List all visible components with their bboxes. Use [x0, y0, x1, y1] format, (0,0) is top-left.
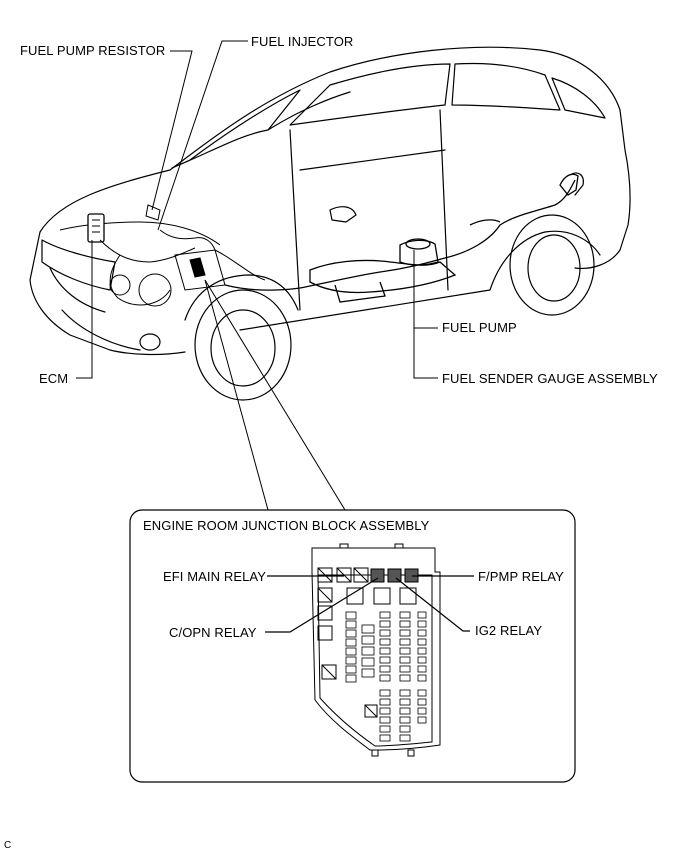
inset-leaders: [265, 575, 474, 633]
fuel-system-illustration: [224, 173, 579, 303]
label-fpmp-relay: F/PMP RELAY: [478, 569, 564, 584]
label-ecm: ECM: [39, 371, 69, 386]
label-efi-main-relay: EFI MAIN RELAY: [163, 569, 267, 584]
inset-title: ENGINE ROOM JUNCTION BLOCK ASSEMBLY: [143, 518, 430, 533]
callout-leaders: [76, 40, 438, 511]
label-fuel-pump-resistor: FUEL PUMP RESISTOR: [20, 43, 166, 58]
figure-code: C: [4, 840, 12, 851]
engine-bay-illustration: [59, 204, 266, 307]
vehicle-illustration: [29, 46, 631, 401]
label-copn-relay: C/OPN RELAY: [169, 625, 257, 640]
label-fuel-injector: FUEL INJECTOR: [251, 34, 354, 49]
junction-block: [311, 543, 441, 757]
label-fuel-sender-gauge-assembly: FUEL SENDER GAUGE ASSEMBLY: [442, 371, 658, 386]
label-fuel-pump: FUEL PUMP: [442, 320, 517, 335]
label-ig2-relay: IG2 RELAY: [475, 623, 543, 638]
